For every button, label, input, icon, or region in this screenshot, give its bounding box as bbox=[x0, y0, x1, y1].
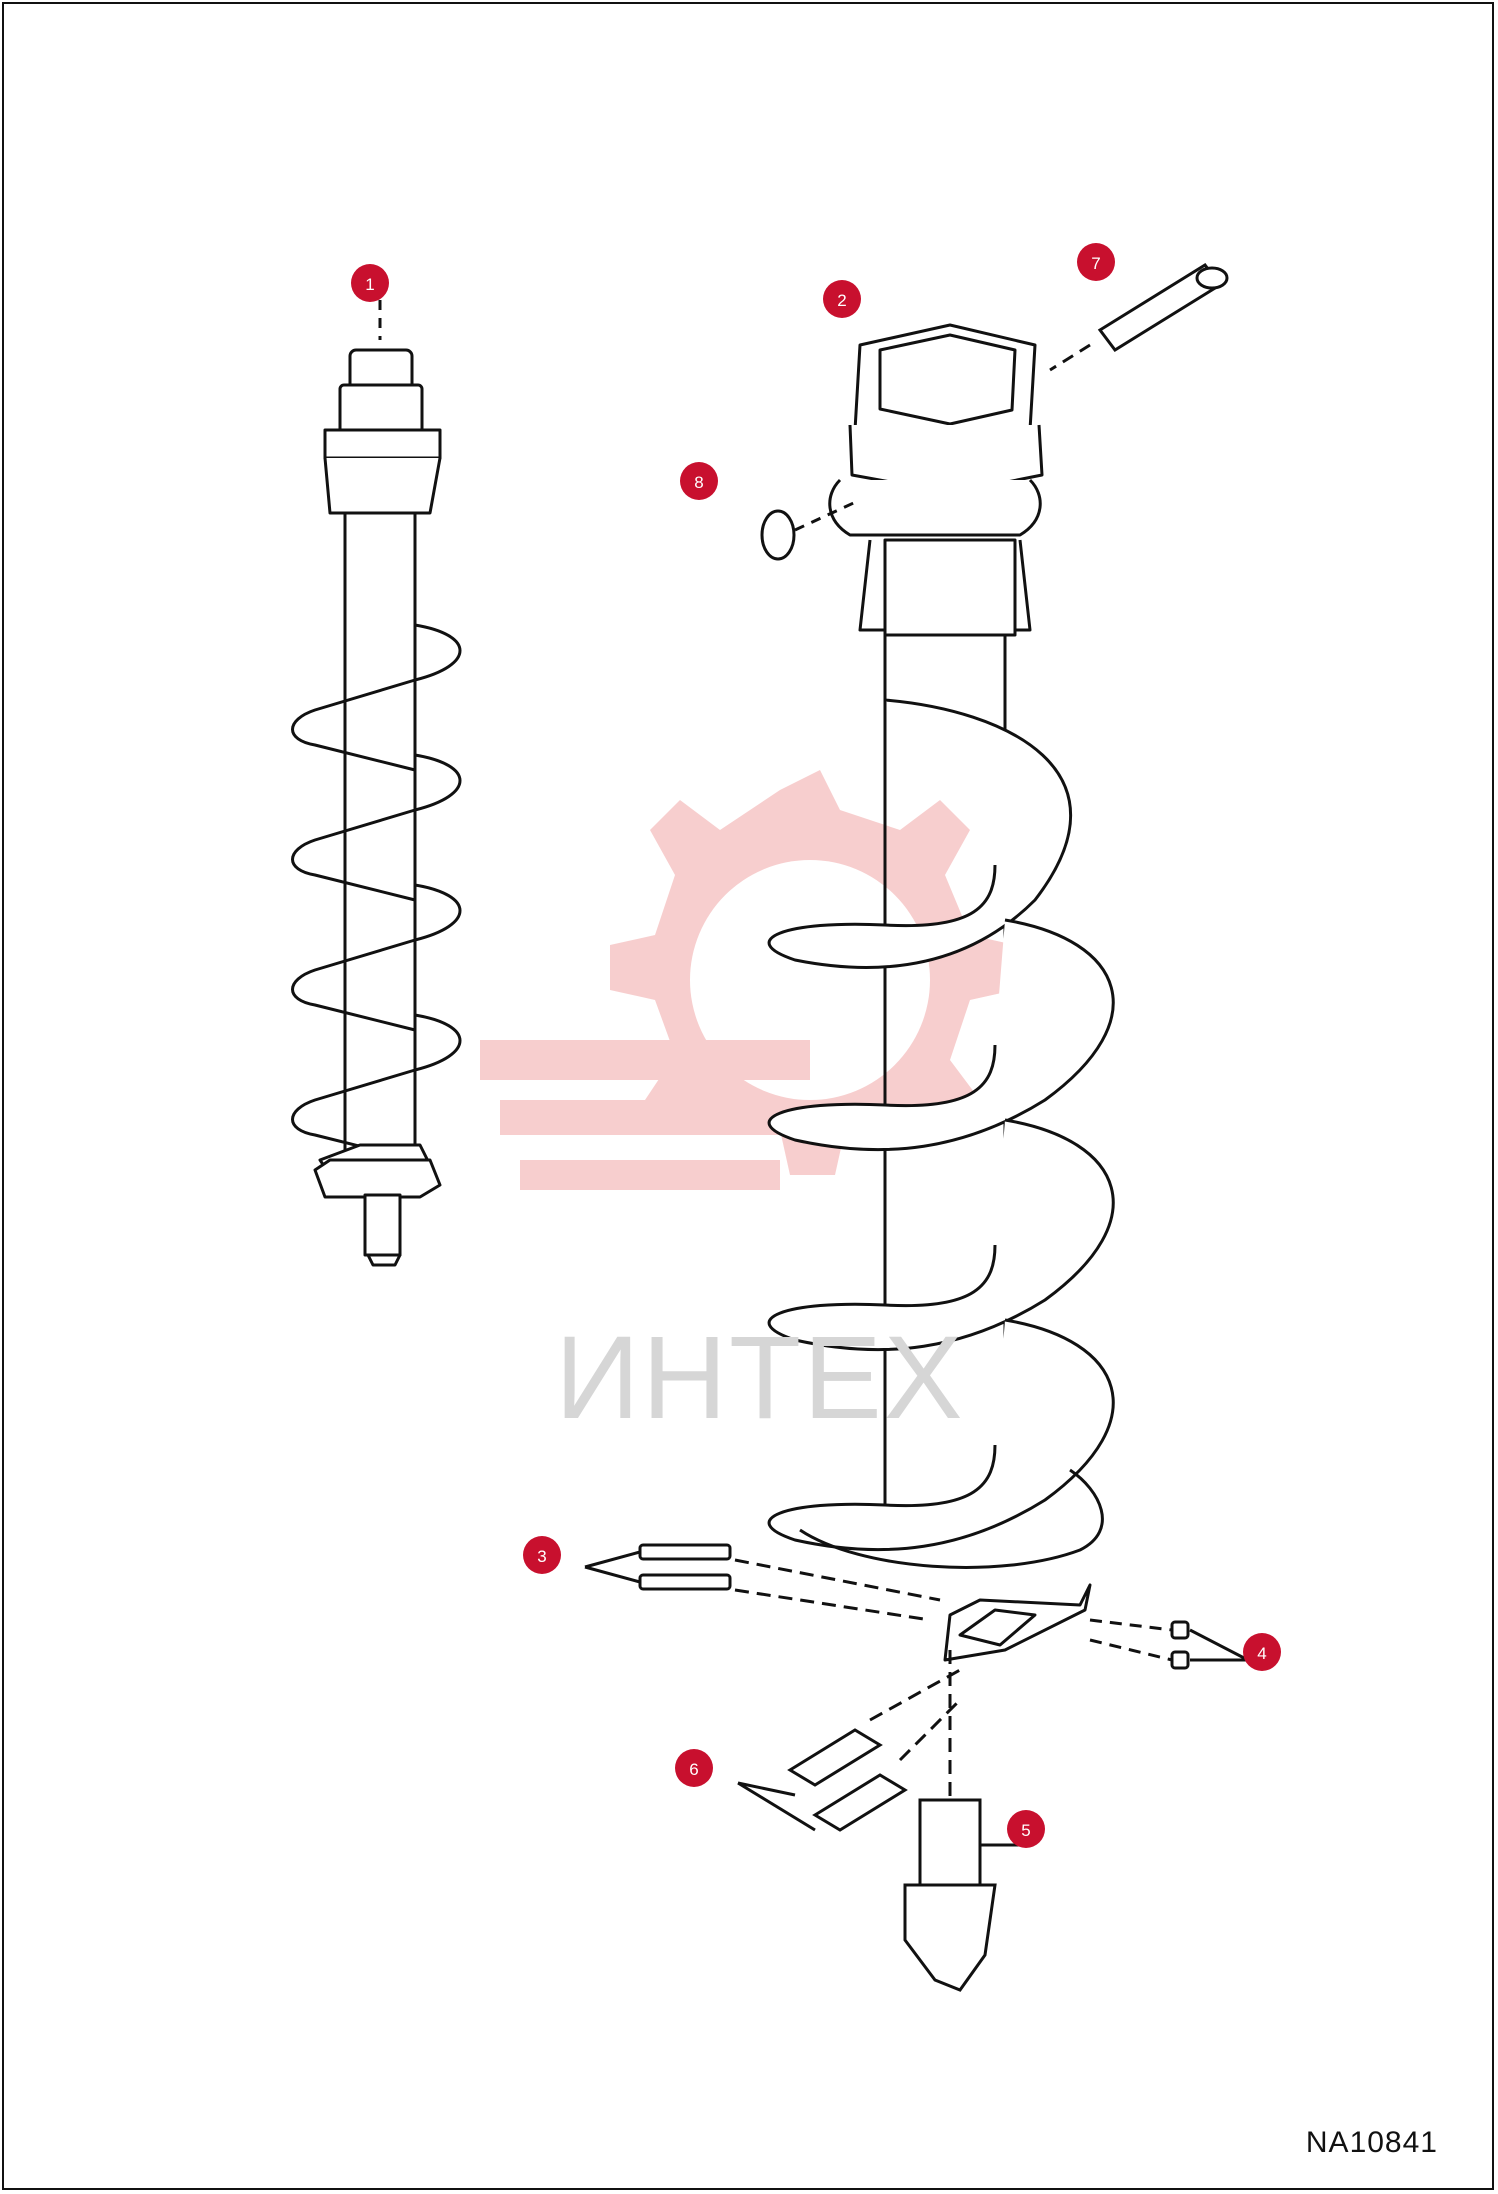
drawing-number: NA10841 bbox=[1305, 2126, 1438, 2159]
callout-1: 1 bbox=[351, 264, 389, 302]
callout-5: 5 bbox=[1007, 1810, 1045, 1848]
callout-3: 3 bbox=[523, 1536, 561, 1574]
svg-text:6: 6 bbox=[689, 1760, 698, 1779]
svg-text:5: 5 bbox=[1021, 1821, 1030, 1840]
teeth bbox=[737, 1668, 962, 1832]
bolts bbox=[584, 1543, 941, 1622]
watermark-logo bbox=[480, 770, 1015, 1190]
assembled-auger bbox=[291, 300, 462, 1267]
hitch-pin bbox=[1049, 263, 1229, 372]
auger-flight-main bbox=[767, 323, 1115, 1662]
watermark-text: ИНТЕХ bbox=[555, 1312, 965, 1444]
callout-2: 2 bbox=[823, 280, 861, 318]
svg-text:4: 4 bbox=[1257, 1644, 1266, 1663]
svg-text:3: 3 bbox=[537, 1547, 546, 1566]
callout-6: 6 bbox=[675, 1749, 713, 1787]
nuts bbox=[1089, 1618, 1249, 1670]
callout-8: 8 bbox=[680, 462, 718, 500]
svg-text:8: 8 bbox=[694, 473, 703, 492]
callout-7: 7 bbox=[1077, 243, 1115, 281]
svg-text:2: 2 bbox=[837, 291, 846, 310]
svg-text:1: 1 bbox=[365, 275, 374, 294]
svg-text:7: 7 bbox=[1091, 254, 1100, 273]
lynch-pin bbox=[760, 498, 861, 561]
callout-4: 4 bbox=[1243, 1633, 1281, 1671]
pilot-bit bbox=[903, 1650, 1020, 1992]
